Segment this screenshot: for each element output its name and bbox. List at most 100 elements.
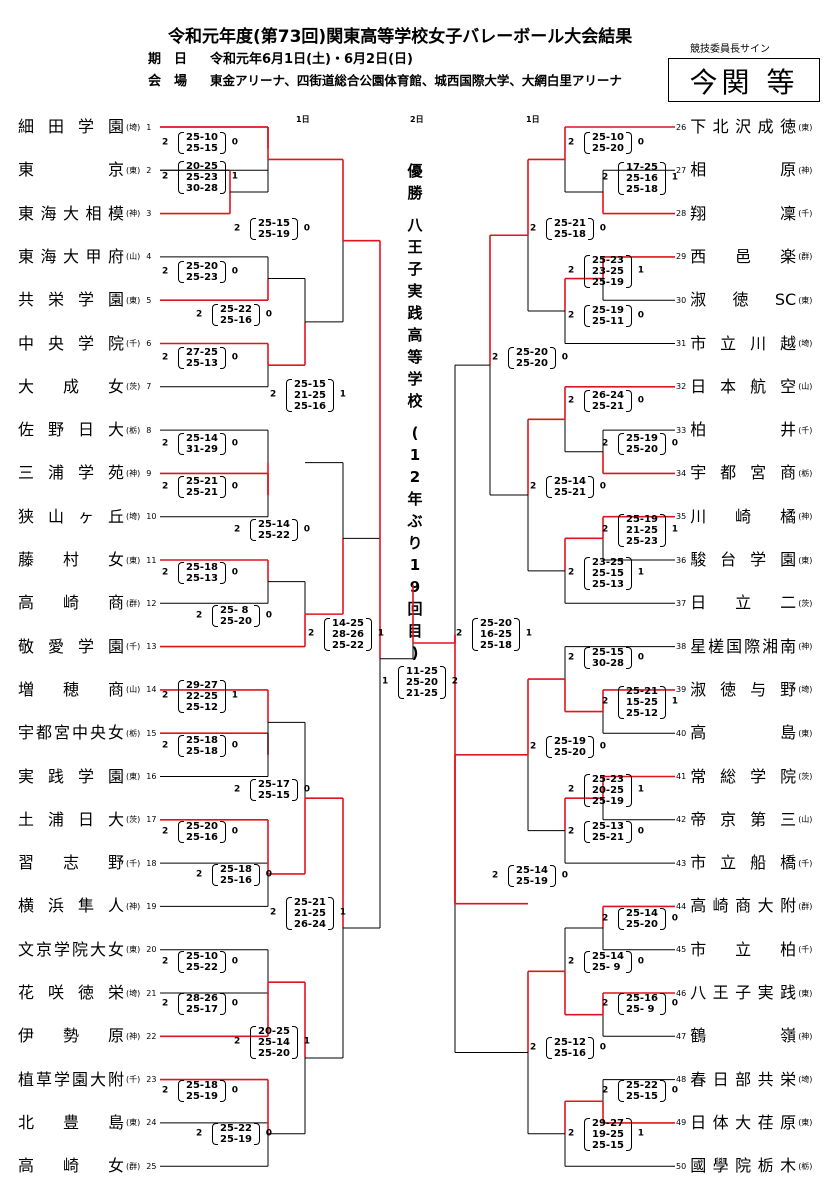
team-prefecture: (栃) xyxy=(126,728,141,738)
score-bracket xyxy=(587,476,594,498)
set-score: 25-20 xyxy=(220,616,252,627)
score-bracket xyxy=(178,132,184,154)
team-seed: 23 xyxy=(146,1075,157,1085)
team-prefecture: (千) xyxy=(126,1075,141,1085)
sets-won-top: 2 xyxy=(602,172,609,183)
sets-won-top: 2 xyxy=(270,907,277,918)
set-score: 25-23 xyxy=(592,773,624,785)
team-seed: 44 xyxy=(676,901,687,911)
team-prefecture: (埼) xyxy=(126,512,141,522)
score-bracket xyxy=(625,951,632,973)
score-bracket xyxy=(439,665,446,699)
team-seed: 49 xyxy=(676,1118,687,1128)
sets-won-bottom: 0 xyxy=(231,137,238,148)
team-prefecture: (埼) xyxy=(798,339,813,348)
team-name: 宇都宮商 xyxy=(690,463,797,483)
score-bracket xyxy=(178,993,184,1015)
team-prefecture: (神) xyxy=(126,901,141,911)
team-prefecture: (千) xyxy=(126,339,141,348)
sets-won-top: 2 xyxy=(162,171,169,182)
set-score: 25-20 xyxy=(516,358,548,369)
team-name: 星槎国際湘南 xyxy=(690,636,797,656)
signature-text: 今関 等 xyxy=(689,66,799,99)
set-score: 25-19 xyxy=(592,305,624,316)
set-score: 25-22 xyxy=(220,1123,252,1134)
set-score: 25-19 xyxy=(516,876,548,887)
team-seed: 18 xyxy=(146,858,157,868)
left-team-row: 細田学園(埼)1 xyxy=(18,117,151,137)
team-seed: 33 xyxy=(676,425,687,435)
score-bracket xyxy=(212,1123,218,1145)
left-team-row: 文京学院大女(東)20 xyxy=(18,940,156,960)
set-score: 25- 9 xyxy=(626,1004,655,1015)
day-label-left: 1日 xyxy=(296,115,310,124)
set-score: 14-25 xyxy=(332,617,364,629)
signature-label: 競技委員長サイン xyxy=(690,44,770,55)
team-prefecture: (東) xyxy=(798,728,813,738)
sets-won-top: 2 xyxy=(162,956,169,967)
set-score: 17-25 xyxy=(626,161,658,173)
sets-won-bottom: 0 xyxy=(671,438,678,449)
score-bracket xyxy=(250,218,256,240)
team-prefecture: (神) xyxy=(798,512,813,522)
left-team-row: 土浦日大(茨)17 xyxy=(18,810,156,830)
team-name: 藤村女 xyxy=(18,550,124,569)
sets-won-top: 2 xyxy=(162,1085,169,1096)
sets-won-bottom: 0 xyxy=(231,481,238,492)
left-team-row: 狭山ヶ丘(埼)10 xyxy=(18,507,156,527)
left-team-row: 横浜隼人(神)19 xyxy=(18,896,156,916)
score-bracket xyxy=(584,821,590,843)
score-bracket xyxy=(365,617,372,651)
score-bracket xyxy=(546,476,552,498)
team-seed: 3 xyxy=(146,209,152,219)
sets-won-bottom: 1 xyxy=(671,696,678,707)
score-bracket xyxy=(219,160,226,194)
set-score: 25-20 xyxy=(592,143,624,154)
sets-won-top: 2 xyxy=(162,567,169,578)
team-seed: 34 xyxy=(676,468,687,478)
page-title: 令和元年度(第73回)関東高等学校女子バレーボール大会結果 xyxy=(168,27,633,47)
team-seed: 43 xyxy=(676,858,687,868)
sets-won-top: 2 xyxy=(568,956,575,967)
sets-won-bottom: 0 xyxy=(231,998,238,1009)
team-name: 春日部共栄 xyxy=(690,1069,797,1089)
set-score: 25-22 xyxy=(626,1080,658,1091)
sets-won-bottom: 0 xyxy=(637,395,644,406)
sets-won-bottom: 2 xyxy=(451,676,458,687)
score-bracket xyxy=(659,908,666,930)
team-name: 中央学院 xyxy=(18,333,124,353)
score-bracket xyxy=(587,1037,594,1059)
left-team-row: 高崎商(群)12 xyxy=(18,593,156,613)
team-prefecture: (東) xyxy=(798,295,813,305)
team-name: 宇都宮中央女 xyxy=(18,723,124,743)
set-score: 25-19 xyxy=(186,1091,218,1102)
sets-won-top: 2 xyxy=(602,438,609,449)
score-bracket xyxy=(508,347,514,369)
set-score: 21-25 xyxy=(626,524,658,536)
set-score: 25-19 xyxy=(220,1134,252,1145)
set-score: 25-15 xyxy=(294,378,326,390)
team-name: 高崎女 xyxy=(18,1156,124,1176)
team-name: 日体大荏原 xyxy=(690,1112,797,1132)
score-bracket xyxy=(178,562,184,584)
team-name: 市立船橋 xyxy=(690,853,797,873)
champion-char: 高 xyxy=(407,326,423,344)
sets-won-bottom: 0 xyxy=(231,567,238,578)
sets-won-top: 2 xyxy=(568,395,575,406)
score-bracket xyxy=(625,132,632,154)
team-prefecture: (群) xyxy=(126,598,141,608)
sets-won-top: 2 xyxy=(568,826,575,837)
team-name: 高崎商 xyxy=(18,593,124,613)
score-bracket xyxy=(219,993,226,1015)
signature-box: 今関 等 xyxy=(668,58,820,102)
